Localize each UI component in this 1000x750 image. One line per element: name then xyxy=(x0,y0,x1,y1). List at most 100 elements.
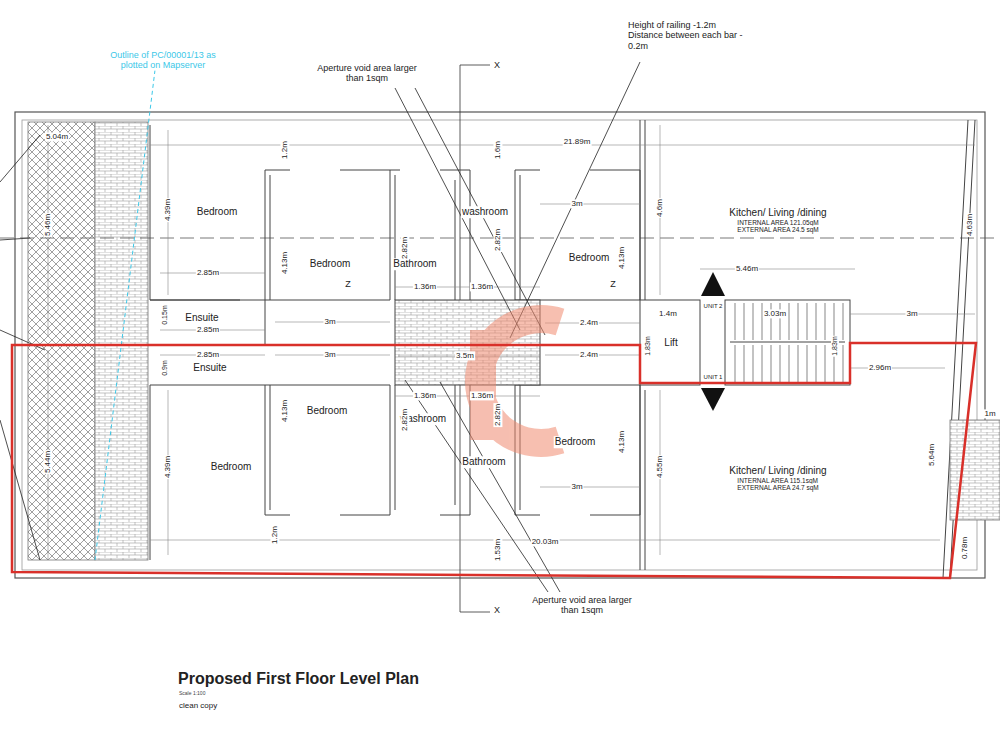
mapserver-outline xyxy=(95,70,155,560)
room-name: Kitchen/ Living /dining xyxy=(728,207,827,219)
hatched-strip xyxy=(28,122,95,560)
stair-tread xyxy=(789,303,790,340)
dimension: 5.46m xyxy=(43,213,52,237)
dimension: 0.9m xyxy=(161,359,169,377)
dimension: 4.39m xyxy=(163,198,172,222)
room: Bedroom xyxy=(554,436,597,448)
dimension: 0.15m xyxy=(161,304,169,325)
room: Bedroom xyxy=(196,206,239,218)
plan-shape xyxy=(150,300,265,345)
dimension: 4.55m xyxy=(655,455,664,479)
dimension: 3.5m xyxy=(455,351,475,360)
room-name: washroom xyxy=(461,206,509,218)
dimension: 3m xyxy=(570,199,583,208)
stair-tread xyxy=(825,345,826,382)
room-name: Bathroom xyxy=(392,258,437,270)
note: Scale 1:100 xyxy=(179,691,205,697)
dimension: 4.13m xyxy=(280,399,289,423)
stair-tread xyxy=(780,345,781,382)
dimension: 2.82m xyxy=(493,403,502,427)
room-name: Ensuite xyxy=(184,312,219,324)
plan-title: Proposed First Floor Level Plan xyxy=(178,670,419,688)
plan-shape xyxy=(150,125,290,300)
stair-tread xyxy=(753,303,754,340)
plan-shape xyxy=(510,62,640,338)
note: Outline of PC/00001/13 as plotted on Map… xyxy=(97,50,229,71)
section-mark: X xyxy=(493,60,501,70)
dimension-lines xyxy=(48,125,975,560)
plan-shape xyxy=(160,273,390,355)
plan-shape xyxy=(730,342,845,343)
room: Bedroom xyxy=(568,252,611,264)
dimension: 4.39m xyxy=(163,455,172,479)
dimension: 1.83m xyxy=(644,335,652,356)
dimension: 21.89m xyxy=(563,137,592,146)
section-mark: X xyxy=(493,605,501,615)
dimension: 1.36m xyxy=(413,282,437,291)
dimension: 20.03m xyxy=(531,537,560,546)
stair-treads xyxy=(735,303,843,382)
dimension: 3m xyxy=(323,317,336,326)
dimension: 2.96m xyxy=(868,363,892,372)
dimension: 1.6m xyxy=(493,140,502,160)
stair-tread xyxy=(762,345,763,382)
unit-arrow xyxy=(701,388,725,411)
room: Bathroom xyxy=(461,456,506,468)
leader-line xyxy=(0,135,45,560)
watermark-logo xyxy=(470,319,560,443)
dimension: 2.82m xyxy=(400,408,409,432)
plan-shape xyxy=(440,385,470,515)
stair-tread xyxy=(735,303,736,340)
note: UNIT 2 xyxy=(703,303,724,310)
dimension: 2.82m xyxy=(400,236,409,260)
stair-tread xyxy=(807,303,808,340)
room: Ensuite xyxy=(184,312,219,324)
dimension: 4.63m xyxy=(965,213,974,237)
dimension: 1.2m xyxy=(270,525,279,545)
plan-shape xyxy=(150,385,290,560)
stair-tread xyxy=(735,345,736,382)
room: Bathroom xyxy=(392,258,437,270)
room-name: Bedroom xyxy=(210,461,253,473)
stair-tread xyxy=(789,345,790,382)
plan-shape xyxy=(48,125,660,560)
plan-shape xyxy=(440,170,470,300)
room: Bedroom xyxy=(306,405,349,417)
dimension: 1.36m xyxy=(470,282,494,291)
dimension: 4.13m xyxy=(280,251,289,275)
room-name: Bedroom xyxy=(568,252,611,264)
unit-arrow xyxy=(701,272,725,296)
stair-tread xyxy=(843,303,844,340)
dimension: 1.83m xyxy=(831,335,839,356)
plan-shape xyxy=(640,120,645,300)
dimension: 5.46m xyxy=(735,264,759,273)
stair-tread xyxy=(825,303,826,340)
plan-shape xyxy=(395,269,855,396)
dimension: 2.82m xyxy=(493,228,502,252)
dimension: 1m xyxy=(983,409,996,418)
room-name: Bedroom xyxy=(309,258,352,270)
room: Kitchen/ Living /diningINTERNAL AREA 121… xyxy=(728,207,827,233)
leader-line xyxy=(395,62,640,592)
stair-tread xyxy=(807,345,808,382)
dimension: 3m xyxy=(905,309,918,318)
area-note: EXTERNAL AREA 24.7 sqM xyxy=(736,484,819,491)
dimension: 1.36m xyxy=(470,391,494,400)
dimension: 2.4m xyxy=(579,318,599,327)
dimension: 0.78m xyxy=(960,536,969,560)
stair-tread xyxy=(744,303,745,340)
note: Height of railing -1.2m Distance between… xyxy=(628,20,743,51)
section-mark: Z xyxy=(609,279,617,289)
plan-shape xyxy=(340,170,400,300)
note: UNIT 1 xyxy=(703,374,724,381)
dimension: 2.85m xyxy=(196,325,220,334)
dimension: 1.2m xyxy=(280,140,289,160)
dimension: 5.04m xyxy=(45,132,69,141)
dimension: 4.13m xyxy=(617,246,626,270)
stair-tread xyxy=(744,345,745,382)
room: Lift xyxy=(663,337,678,349)
stair-tread xyxy=(816,345,817,382)
stair-tread xyxy=(771,345,772,382)
